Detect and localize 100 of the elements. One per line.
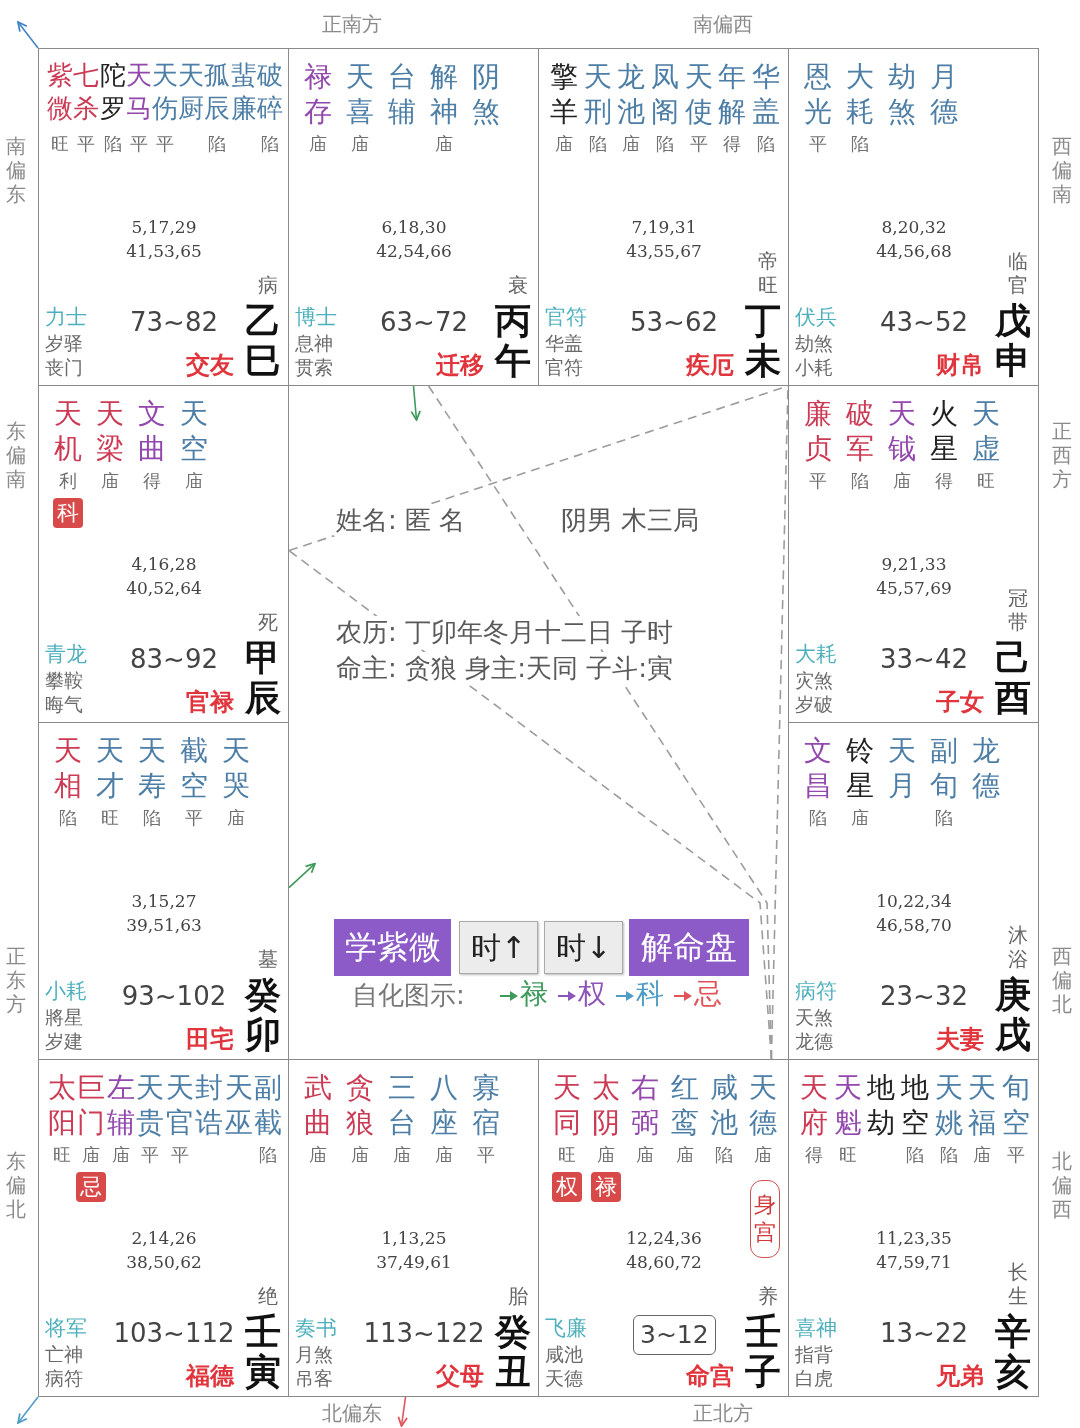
star-name: 天官 xyxy=(165,1070,194,1140)
star-name: 天机 xyxy=(54,396,82,466)
minor-star-name: 劫煞 xyxy=(795,331,833,355)
brightness-label: 旺 xyxy=(101,807,119,829)
stem-branch-label: 壬子 xyxy=(745,1312,781,1392)
star-name: 三台 xyxy=(388,1070,416,1140)
star-name: 文曲 xyxy=(138,396,166,466)
age-list: 2,14,26 38,50,62 xyxy=(126,1226,202,1274)
hour-up-button: 时↑ xyxy=(459,921,538,974)
arrow xyxy=(17,1396,39,1424)
brightness-label: 旺 xyxy=(557,1144,576,1166)
minor-star-name: 咸池 xyxy=(545,1342,583,1366)
star-name: 凤阁 xyxy=(651,59,679,129)
star-name: 副旬 xyxy=(930,733,958,803)
minor-star-name: 天德 xyxy=(545,1366,583,1390)
brightness-label: 陷 xyxy=(588,133,607,155)
direction-label: 正南方 xyxy=(322,12,382,36)
palace-name: 财帛 xyxy=(936,350,984,380)
minor-star-name: 病符 xyxy=(45,1366,83,1390)
minor-star-name: 將星 xyxy=(45,1005,83,1029)
brightness-label: 陷 xyxy=(715,1144,733,1166)
life-stage-label: 临官 xyxy=(1008,249,1028,297)
direction-label: 西偏南 xyxy=(1052,134,1072,206)
stem-branch-label: 庚戌 xyxy=(995,975,1031,1055)
star-name: 禄存 xyxy=(304,59,332,129)
arrow xyxy=(17,21,39,49)
star-name: 龙德 xyxy=(972,733,1000,803)
brightness-label: 旺 xyxy=(977,470,995,492)
minor-star-name: 天煞 xyxy=(795,1005,833,1029)
arrow xyxy=(410,385,421,421)
star-name: 寡宿 xyxy=(472,1070,500,1140)
star-name: 龙池 xyxy=(617,59,646,129)
age-list: 6,18,30 42,54,66 xyxy=(376,215,452,263)
life-stage-label: 长生 xyxy=(1008,1260,1028,1308)
age-list: 4,16,28 40,52,64 xyxy=(126,552,202,600)
arrow xyxy=(288,862,316,889)
direction-label: 北偏东 xyxy=(322,1401,382,1425)
star-name: 天寿 xyxy=(138,733,166,803)
brightness-label: 得 xyxy=(143,470,161,492)
brightness-label: 庙 xyxy=(185,470,203,492)
brightness-label: 陷 xyxy=(809,807,827,829)
star-name: 太阴 xyxy=(592,1070,620,1140)
star-name: 巨门 xyxy=(77,1070,106,1140)
star-name: 廉贞 xyxy=(804,396,832,466)
minor-star-name: 岁建 xyxy=(45,1029,83,1053)
direction-label: 南偏东 xyxy=(6,134,26,206)
brightness-label: 陷 xyxy=(939,1144,958,1166)
palace-name: 田宅 xyxy=(186,1024,234,1054)
brightness-label: 平 xyxy=(141,1144,160,1166)
star-name: 阴煞 xyxy=(472,59,500,129)
star-name: 天同 xyxy=(552,1070,581,1140)
connector-line xyxy=(427,385,773,1060)
minor-star-name: 岁驿 xyxy=(45,331,83,355)
brightness-label: 平 xyxy=(129,133,148,155)
brightness-label: 庙 xyxy=(227,807,245,829)
star-name: 陀罗 xyxy=(99,59,126,125)
age-list: 11,23,35 47,59,71 xyxy=(876,1226,952,1274)
star-name: 文昌 xyxy=(804,733,832,803)
direction-label: 东偏南 xyxy=(6,419,26,491)
palace-name: 福德 xyxy=(186,1361,234,1391)
transform-badge: 忌 xyxy=(76,1172,107,1202)
life-stage-label: 胎 xyxy=(508,1284,528,1308)
minor-star-name: 龙德 xyxy=(795,1029,833,1053)
minor-star-name: 攀鞍 xyxy=(45,668,83,692)
decade-range: 23~32 xyxy=(880,980,968,1013)
brightness-label: 平 xyxy=(689,133,708,155)
brightness-label: 陷 xyxy=(757,133,776,155)
brightness-label: 得 xyxy=(935,470,953,492)
direction-label: 正东方 xyxy=(6,944,26,1016)
star-name: 太阳 xyxy=(47,1070,76,1140)
interpret-button: 解命盘 xyxy=(629,919,749,976)
star-name: 天才 xyxy=(96,733,124,803)
star-name: 红鸾 xyxy=(670,1070,699,1140)
decade-range: 73~82 xyxy=(130,306,218,339)
minor-star-name: 喜神 xyxy=(795,1316,837,1340)
minor-star-name: 晦气 xyxy=(45,692,83,716)
life-stage-label: 病 xyxy=(258,273,278,297)
life-stage-label: 养 xyxy=(758,1284,778,1308)
minor-star-name: 病符 xyxy=(795,979,837,1003)
life-stage-label: 死 xyxy=(258,610,278,634)
minor-star-name: 指背 xyxy=(795,1342,833,1366)
life-stage-label: 帝旺 xyxy=(758,249,778,297)
star-name: 天福 xyxy=(968,1070,997,1140)
brightness-label: 陷 xyxy=(103,133,122,155)
minor-star-name: 将军 xyxy=(45,1316,87,1340)
brightness-label: 庙 xyxy=(435,1144,453,1166)
star-name: 天贵 xyxy=(136,1070,165,1140)
stem-branch-label: 甲辰 xyxy=(245,638,281,718)
stem-branch-label: 己酉 xyxy=(995,638,1031,718)
star-name: 破军 xyxy=(846,396,874,466)
star-name: 地劫 xyxy=(867,1070,896,1140)
direction-label: 南偏西 xyxy=(693,12,753,36)
decade-range: 13~22 xyxy=(880,1317,968,1350)
brightness-label: 庙 xyxy=(851,807,869,829)
minor-star-name: 博士 xyxy=(295,305,337,329)
brightness-label: 庙 xyxy=(675,1144,694,1166)
palace-name: 子女 xyxy=(936,687,984,717)
star-name: 天马 xyxy=(125,59,152,125)
star-name: 天伤 xyxy=(152,59,178,125)
age-list: 8,20,32 44,56,68 xyxy=(876,215,952,263)
